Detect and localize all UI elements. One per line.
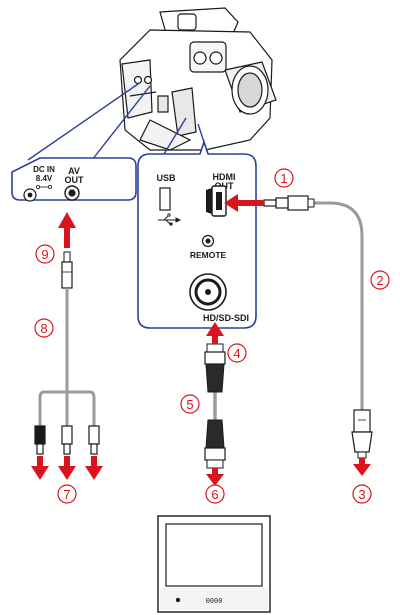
callout-5: 5	[180, 394, 200, 414]
sdi-bnc-port-icon	[189, 273, 227, 311]
svg-text:1: 1	[280, 171, 287, 186]
callout-3: 3	[352, 484, 372, 504]
callout-4: 4	[227, 343, 247, 363]
arrow-down-icon	[85, 456, 103, 480]
connection-arrows	[31, 194, 371, 486]
tv-monitor: 0000	[157, 515, 271, 613]
svg-text:5: 5	[186, 397, 193, 412]
remote-jack-icon	[201, 234, 215, 248]
callout-7: 7	[57, 484, 77, 504]
arrow-left-icon	[224, 194, 264, 212]
sdi-label: HD/SD-SDI	[203, 313, 249, 323]
svg-text:9: 9	[41, 247, 48, 262]
callout-8: 8	[34, 318, 54, 338]
av-out-label-2: OUT	[65, 175, 85, 185]
dc-in-jack-icon	[23, 188, 37, 202]
av-terminal-panel: DC IN 8.4V AV OUT	[11, 157, 137, 202]
svg-text:3: 3	[358, 487, 365, 502]
remote-label: REMOTE	[190, 250, 227, 260]
usb-label: USB	[156, 173, 176, 183]
power-indicator-icon	[175, 597, 181, 603]
svg-text:6: 6	[211, 487, 218, 502]
av-out-jack-icon	[64, 185, 80, 201]
sdi-bnc-cable	[204, 343, 226, 469]
arrow-down-icon	[58, 456, 76, 480]
dc-in-label: DC IN	[33, 165, 55, 174]
callout-6: 6	[205, 484, 225, 504]
usb-port-icon	[159, 187, 171, 211]
terminal-panel: USB HDMI OUT REMOTE HD/SD-SDI	[137, 139, 257, 329]
hdmi-label-1: HDMI	[213, 172, 236, 182]
arrow-up-icon	[206, 322, 224, 344]
av-stereo-cable	[34, 251, 100, 455]
callout-9: 9	[35, 244, 55, 264]
hdmi-cable	[263, 195, 373, 459]
hdmi-port-icon	[206, 185, 227, 217]
svg-text:8: 8	[40, 321, 47, 336]
usb-symbol-icon	[158, 213, 182, 226]
arrow-up-icon	[58, 212, 76, 248]
camcorder-illustration	[119, 7, 277, 151]
callout-2: 2	[370, 270, 390, 290]
callout-1: 1	[274, 168, 294, 188]
svg-text:4: 4	[233, 346, 240, 361]
dc-polarity-icon	[36, 184, 53, 189]
svg-text:7: 7	[63, 487, 70, 502]
dc-voltage-label: 8.4V	[36, 174, 53, 183]
arrow-down-icon	[206, 468, 224, 486]
av-out-label-1: AV	[68, 166, 80, 176]
arrow-down-icon	[353, 458, 371, 476]
monitor-panel-label: 0000	[206, 598, 223, 606]
svg-text:2: 2	[376, 273, 383, 288]
arrow-down-icon	[31, 456, 49, 480]
callout-numbers: 1 2 3 4 5 6 7 8	[34, 168, 390, 504]
